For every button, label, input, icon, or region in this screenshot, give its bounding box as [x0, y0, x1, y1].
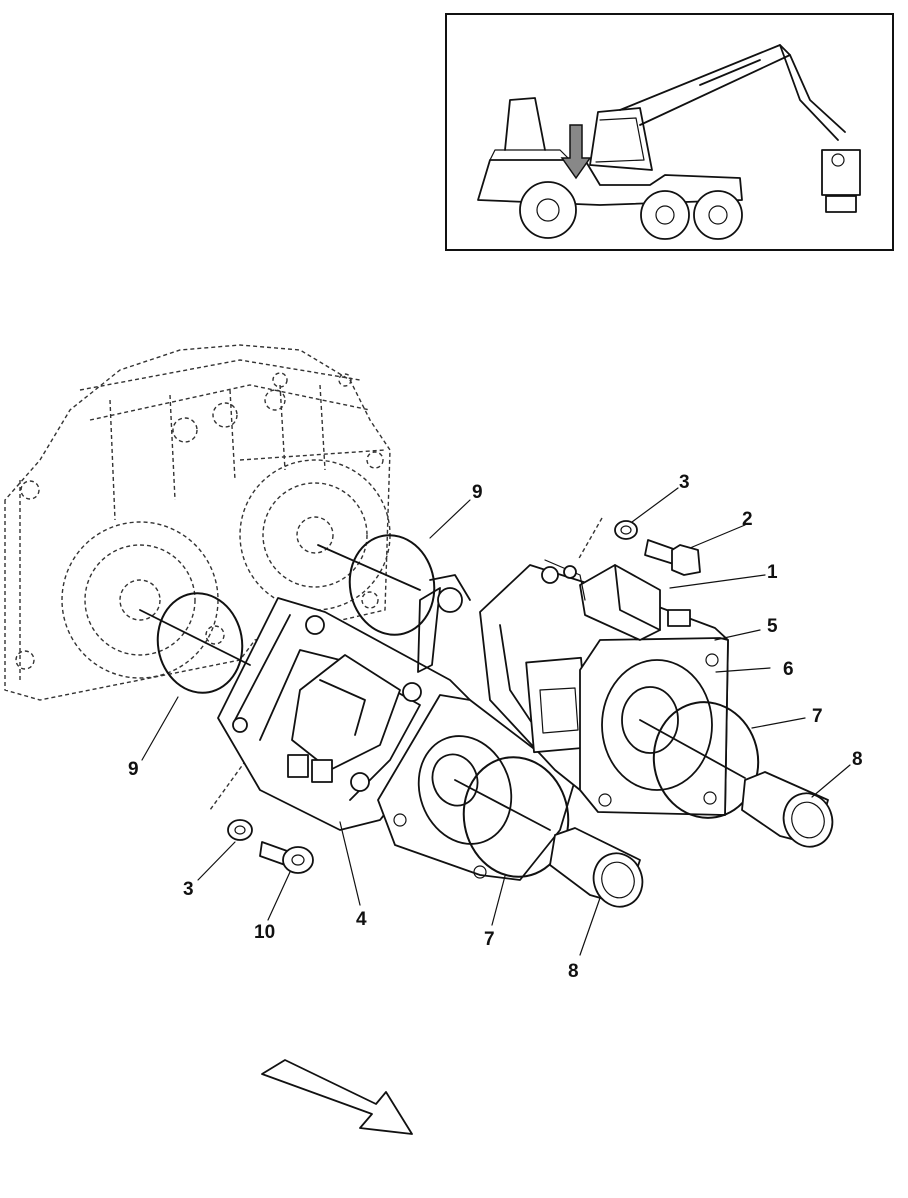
location-arrow-icon	[560, 124, 592, 180]
pump-5	[479, 559, 729, 816]
direction-arrow-icon	[261, 1059, 413, 1135]
callout-7-rear: 7	[812, 706, 823, 727]
coupling-8-front	[549, 827, 644, 908]
callout-1: 1	[767, 562, 778, 583]
callout-3-bottom: 3	[183, 879, 194, 900]
callout-2: 2	[742, 509, 753, 530]
callout-9-right: 9	[472, 482, 483, 503]
callout-9-left: 9	[128, 759, 139, 780]
harvester-machine-icon	[477, 44, 861, 240]
o-ring-9-right	[348, 534, 436, 636]
callout-8-rear: 8	[852, 749, 863, 770]
washer-3-bottom	[227, 819, 253, 841]
washer-3-top	[614, 520, 638, 540]
o-ring-9-left	[156, 592, 244, 694]
callout-4: 4	[356, 909, 367, 930]
bolt-2	[644, 539, 701, 576]
bolt-10	[259, 841, 314, 874]
callout-5: 5	[767, 616, 778, 637]
coupling-8-rear	[741, 771, 834, 848]
o-ring-7-front	[462, 756, 570, 878]
gearbox-housing-ghost	[4, 344, 391, 701]
callout-3-top: 3	[679, 472, 690, 493]
inset-location-panel	[445, 13, 894, 251]
callout-7-front: 7	[484, 929, 495, 950]
callout-10: 10	[254, 922, 275, 943]
o-ring-7-rear	[652, 701, 760, 819]
callout-6: 6	[783, 659, 794, 680]
callout-8-front: 8	[568, 961, 579, 982]
pump-4	[217, 597, 576, 881]
leader-lines	[141, 487, 851, 956]
